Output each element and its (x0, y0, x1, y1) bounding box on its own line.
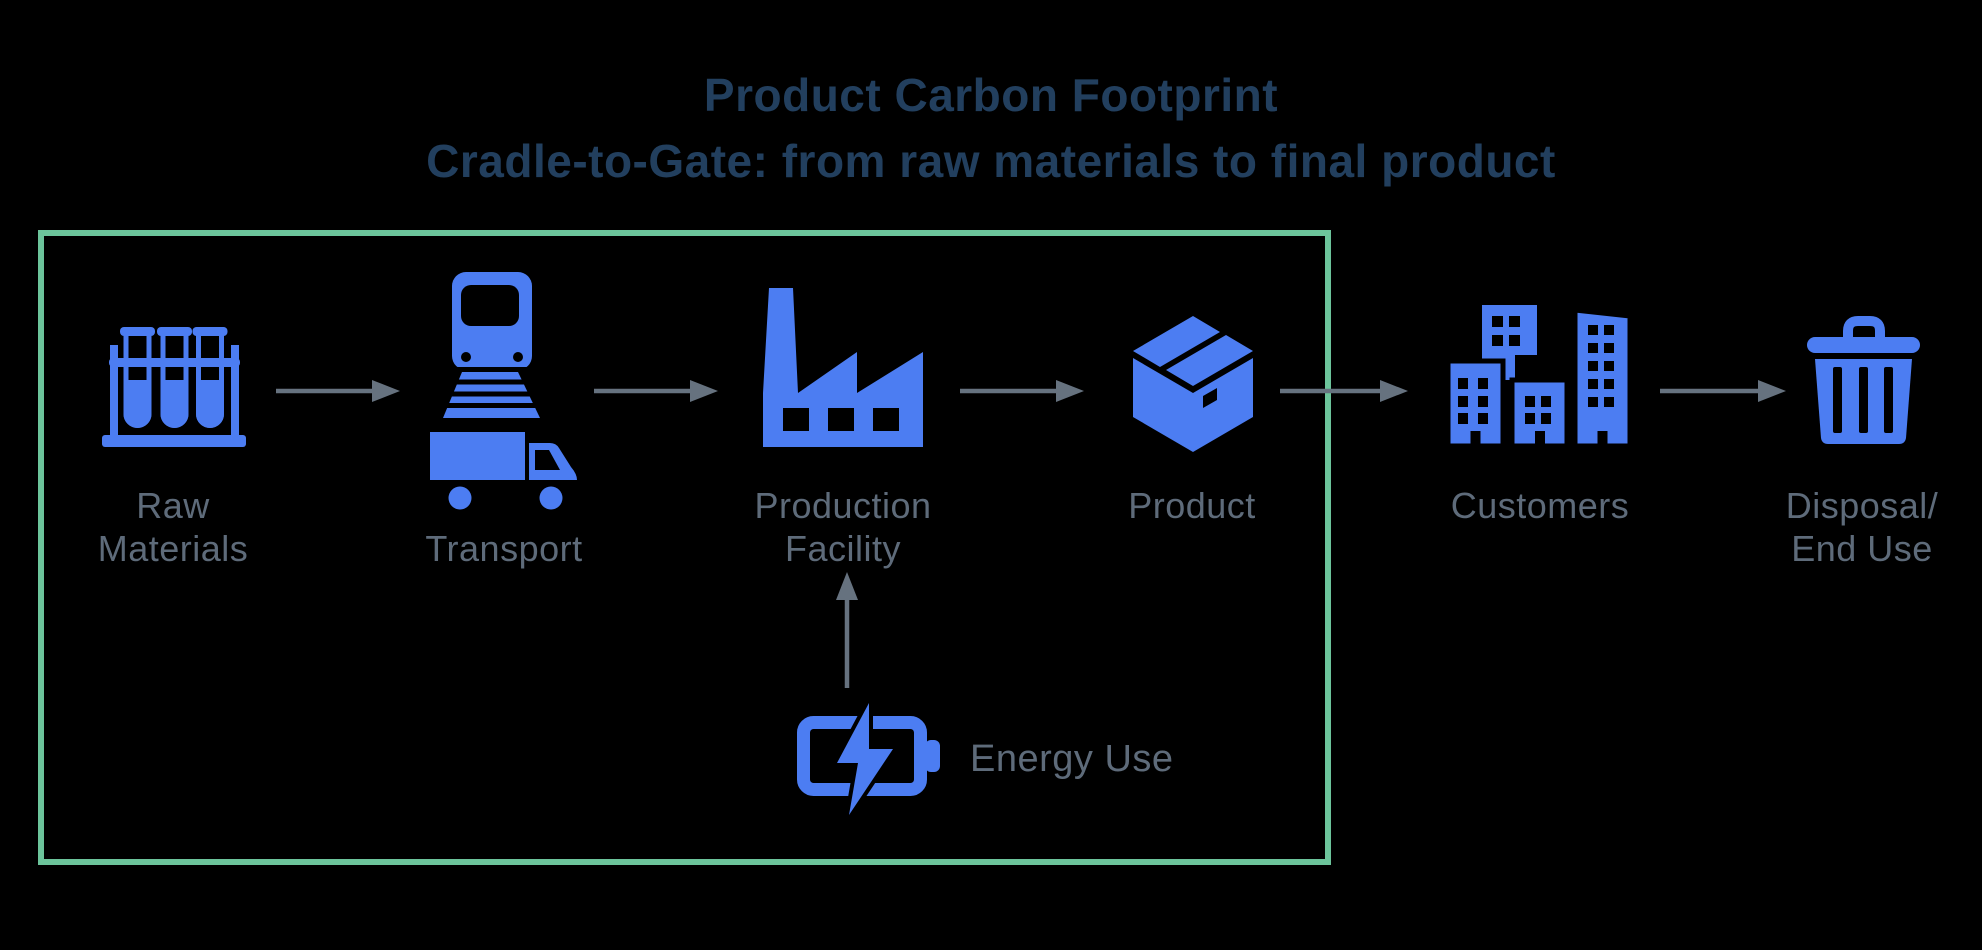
customers-label: Customers (1450, 485, 1630, 526)
arrow-right-icon (276, 378, 400, 409)
diagram-title: Product Carbon Footprint Cradle-to-Gate:… (0, 62, 1982, 194)
production-facility-label: Production Facility (754, 485, 932, 569)
buildings-icon (1448, 305, 1638, 450)
raw-materials-label: Raw Materials (97, 485, 249, 569)
train-truck-icon (430, 272, 578, 514)
arrow-right-icon (1280, 378, 1408, 409)
package-box-icon (1133, 316, 1253, 452)
battery-energy-icon (797, 703, 947, 815)
arrow-up-icon (834, 572, 860, 693)
arrow-right-icon (960, 378, 1084, 409)
transport-label: Transport (425, 528, 583, 569)
arrow-right-icon (1660, 378, 1786, 409)
test-tubes-icon (101, 322, 247, 450)
trash-can-icon (1807, 315, 1920, 448)
title-line1: Product Carbon Footprint (703, 69, 1279, 121)
disposal-end-use-label: Disposal/ End Use (1785, 485, 1939, 569)
arrow-right-icon (594, 378, 718, 409)
system-boundary-box (38, 230, 1331, 865)
factory-icon (763, 288, 923, 449)
product-label: Product (1128, 485, 1256, 526)
title-line2: Cradle-to-Gate: from raw materials to fi… (426, 135, 1556, 187)
energy-use-label: Energy Use (970, 738, 1174, 780)
